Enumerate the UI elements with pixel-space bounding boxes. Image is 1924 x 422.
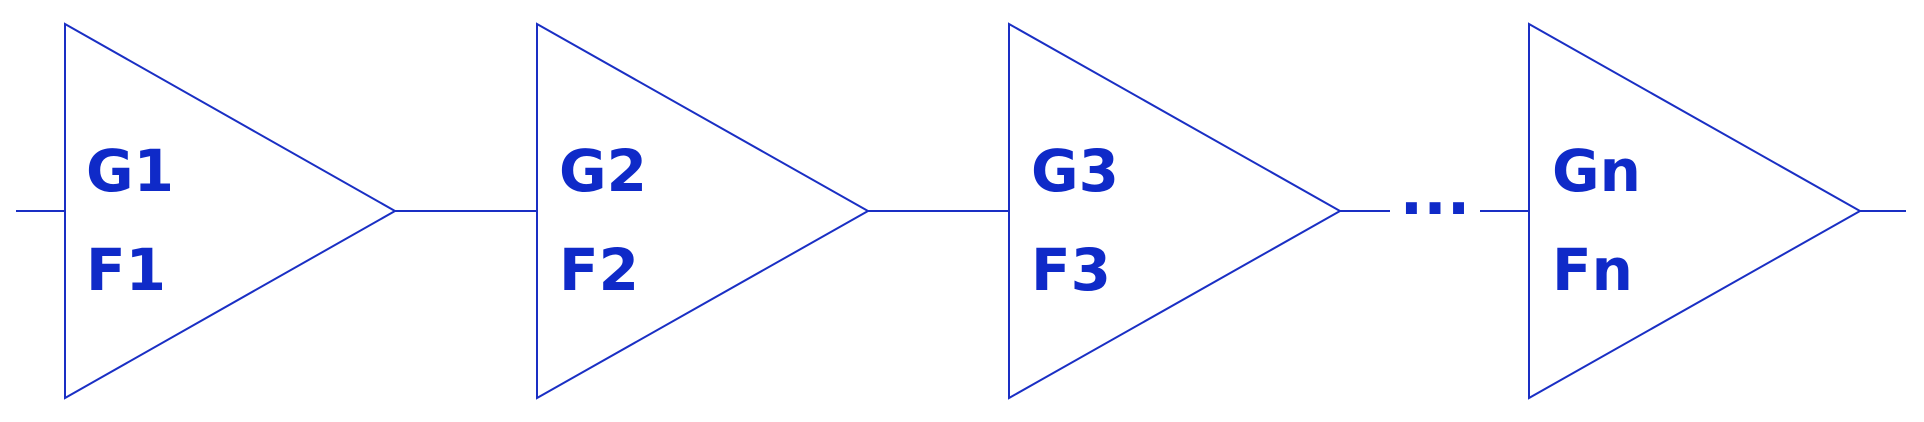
amplifier-triangle-2	[536, 22, 871, 400]
amplifier-triangle-n	[1528, 22, 1863, 400]
amplifier-triangle-1	[64, 22, 398, 400]
stage-3-gain-label: G3	[1031, 137, 1119, 205]
stage-1-gain-label: G1	[86, 137, 174, 205]
amplifier-stage-n: Gn Fn	[1528, 22, 1863, 400]
ellipsis-label: ...	[1400, 156, 1471, 229]
amplifier-stage-1: G1 F1	[64, 22, 398, 400]
amplifier-stage-3: G3 F3	[1008, 22, 1343, 400]
stage-n-noise-figure-label: Fn	[1552, 236, 1633, 304]
stage-2-gain-label: G2	[559, 137, 647, 205]
stage-1-noise-figure-label: F1	[86, 236, 166, 304]
amplifier-stage-2: G2 F2	[536, 22, 871, 400]
stage-3-noise-figure-label: F3	[1031, 236, 1111, 304]
stage-n-gain-label: Gn	[1552, 137, 1641, 205]
amplifier-triangle-3	[1008, 22, 1343, 400]
stage-2-noise-figure-label: F2	[559, 236, 639, 304]
